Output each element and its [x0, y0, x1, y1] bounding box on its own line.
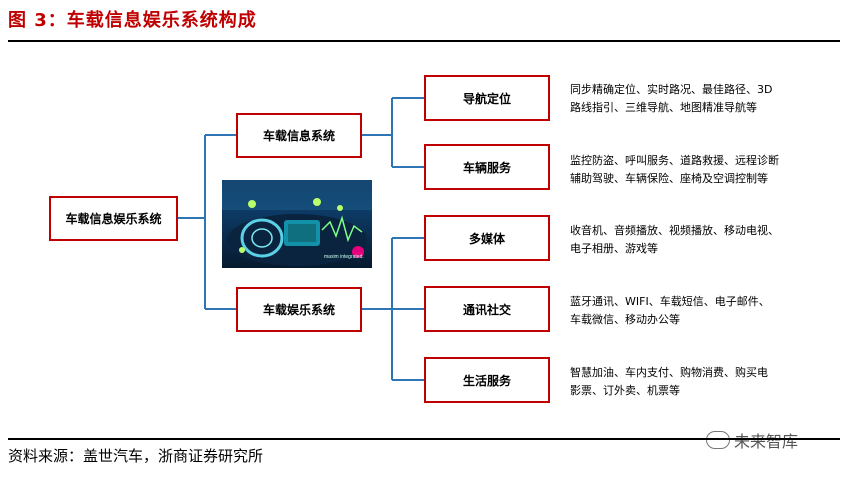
desc-line: 影票、订外卖、机票等	[570, 384, 680, 397]
desc-line: 监控防盗、呼叫服务、道路救援、远程诊断	[570, 154, 779, 167]
figure-source: 资料来源：盖世汽车，浙商证券研究所	[8, 447, 264, 465]
bottom-rule	[8, 438, 840, 440]
node-life-service: 生活服务	[424, 357, 550, 403]
desc-navigation: 同步精确定位、实时路况、最佳路径、3D 路线指引、三维导航、地图精准导航等	[570, 81, 772, 117]
desc-line: 收音机、音频播放、视频播放、移动电视、	[570, 224, 779, 237]
node-multimedia: 多媒体	[424, 215, 550, 261]
desc-vehicle-service: 监控防盗、呼叫服务、道路救援、远程诊断 辅助驾驶、车辆保险、座椅及空调控制等	[570, 152, 779, 188]
photo-caption: maxim integrated.	[324, 254, 364, 260]
node-vehicle-service: 车辆服务	[424, 144, 550, 190]
desc-line: 车载微信、移动办公等	[570, 313, 680, 326]
desc-multimedia: 收音机、音频播放、视频播放、移动电视、 电子相册、游戏等	[570, 222, 779, 258]
desc-line: 同步精确定位、实时路况、最佳路径、3D	[570, 83, 773, 96]
desc-line: 电子相册、游戏等	[570, 242, 658, 255]
figure-title: 图 3：车载信息娱乐系统构成	[8, 10, 257, 31]
dashboard-illustration-icon	[222, 180, 372, 266]
wechat-icon	[706, 431, 730, 449]
desc-line: 路线指引、三维导航、地图精准导航等	[570, 101, 757, 114]
desc-line: 辅助驾驶、车辆保险、座椅及空调控制等	[570, 172, 768, 185]
node-navigation: 导航定位	[424, 75, 550, 121]
desc-line: 蓝牙通讯、WIFI、车载短信、电子邮件、	[570, 295, 770, 308]
node-communication: 通讯社交	[424, 286, 550, 332]
node-entertainment-system: 车载娱乐系统	[236, 287, 362, 332]
node-info-system: 车载信息系统	[236, 113, 362, 158]
top-rule	[8, 40, 840, 42]
watermark-text: 未来智库	[734, 432, 799, 451]
desc-line: 智慧加油、车内支付、购物消费、购买电	[570, 366, 768, 379]
desc-communication: 蓝牙通讯、WIFI、车载短信、电子邮件、 车载微信、移动办公等	[570, 293, 770, 329]
desc-life-service: 智慧加油、车内支付、购物消费、购买电 影票、订外卖、机票等	[570, 364, 768, 400]
root-node: 车载信息娱乐系统	[49, 196, 178, 241]
car-dashboard-image: maxim integrated.	[222, 180, 372, 268]
watermark: 未来智库	[706, 428, 798, 452]
